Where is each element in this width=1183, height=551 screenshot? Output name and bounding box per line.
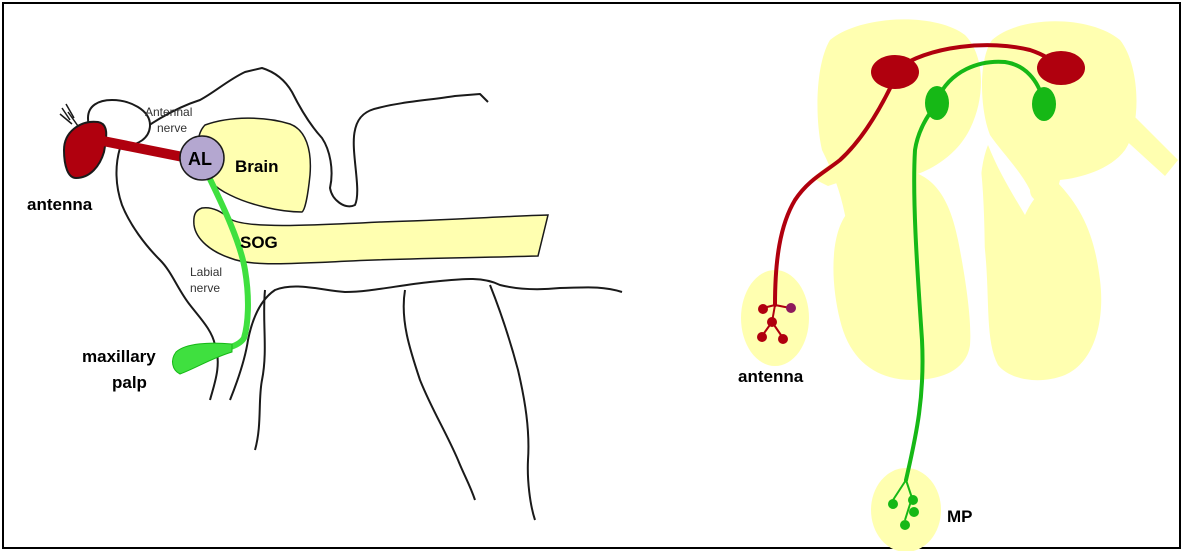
glomerulus-red-right <box>1037 51 1085 85</box>
label-sog: SOG <box>240 233 278 252</box>
label-maxillary-palp-1: maxillary <box>82 347 156 366</box>
label-labial-nerve-1: Labial <box>190 265 222 279</box>
antenna-neuron-body-1 <box>758 304 768 314</box>
antenna-neuron-body-3 <box>767 317 777 327</box>
mp-neuron-body-1 <box>888 499 898 509</box>
antenna-neuron-body-4 <box>757 332 767 342</box>
label-al: AL <box>188 149 212 169</box>
label-maxillary-palp-2: palp <box>112 373 147 392</box>
label-antennal-nerve-1: Antennal <box>145 105 192 119</box>
glomerulus-green-left <box>925 86 949 120</box>
label-labial-nerve-2: nerve <box>190 281 220 295</box>
label-mp: MP <box>947 507 973 526</box>
label-antenna-left: antenna <box>27 195 93 214</box>
glomerulus-green-right <box>1032 87 1056 121</box>
label-antennal-nerve-2: nerve <box>157 121 187 135</box>
label-antenna-right: antenna <box>738 367 804 386</box>
antenna-neuron-body-2 <box>786 303 796 313</box>
mp-neuron-body-3 <box>909 507 919 517</box>
glomerulus-red-left <box>871 55 919 89</box>
antenna-neuron-body-5 <box>778 334 788 344</box>
label-brain: Brain <box>235 157 278 176</box>
mp-neuron-body-2 <box>908 495 918 505</box>
mp-neuron-body-4 <box>900 520 910 530</box>
